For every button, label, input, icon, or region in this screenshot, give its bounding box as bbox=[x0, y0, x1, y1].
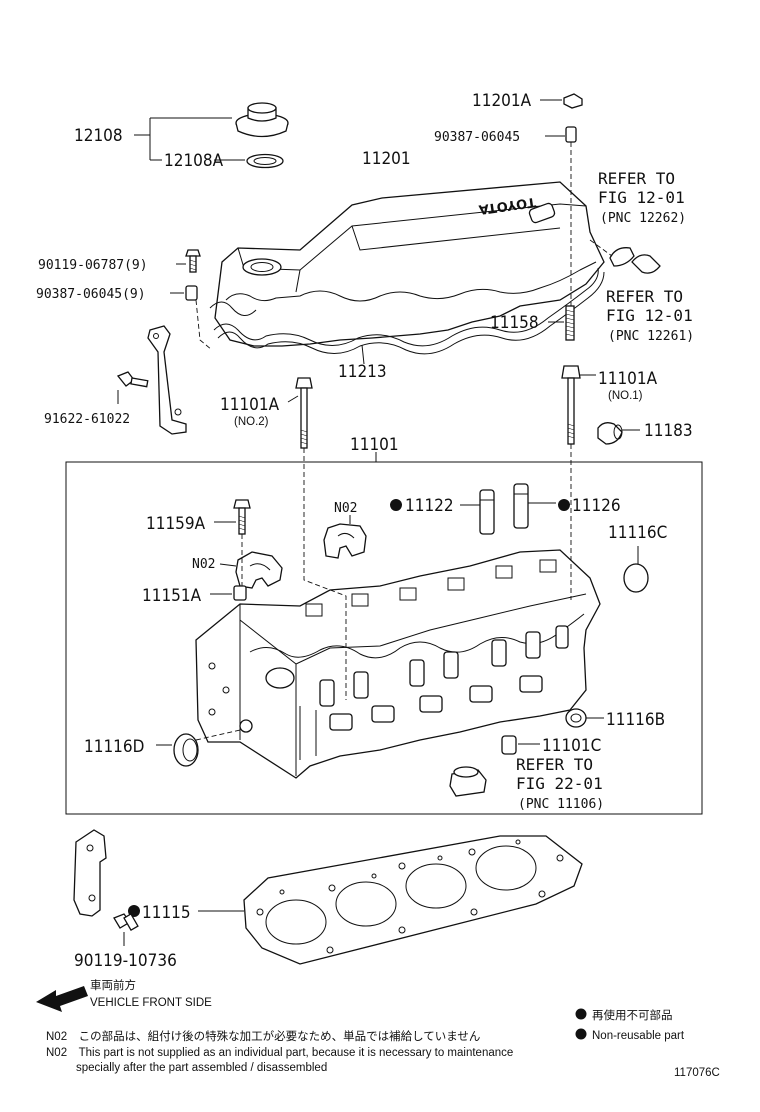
vehicle-front-en: VEHICLE FRONT SIDE bbox=[90, 997, 212, 1009]
head-bolt-no2 bbox=[295, 377, 313, 449]
legend-jp: 再使用不可部品 bbox=[592, 1008, 673, 1022]
hanger-bolt-rear bbox=[113, 913, 139, 932]
hanger-bolt-front bbox=[116, 371, 149, 388]
camshaft-oil-seal bbox=[449, 766, 487, 797]
cylinder-head-subassembly-frame bbox=[65, 461, 703, 815]
label-11122: 11122 bbox=[405, 496, 454, 516]
cylinder-head bbox=[195, 549, 601, 779]
refer-1-line3: (PNC 12262) bbox=[600, 211, 686, 226]
refer-3-line3: (PNC 11106) bbox=[518, 797, 604, 812]
head-bolt-no1 bbox=[561, 365, 581, 445]
non-reusable-mark-11126 bbox=[558, 499, 570, 511]
legend-dot-jp bbox=[575, 1008, 587, 1020]
legend-dot-en bbox=[575, 1028, 587, 1040]
label-n02-upper: N02 bbox=[334, 501, 357, 516]
plug bbox=[597, 422, 623, 445]
label-90387-top: 90387-06045 bbox=[434, 130, 520, 145]
intake-valve-guide bbox=[479, 489, 495, 535]
label-11201: 11201 bbox=[362, 149, 411, 169]
note-jp: N02 この部品は、組付け後の特殊な加工が必要なため、単品では補給していません bbox=[46, 1029, 480, 1043]
label-11159A: 11159A bbox=[146, 514, 206, 534]
pcv-valve bbox=[609, 247, 635, 267]
refer-2-line1: REFER TO bbox=[606, 287, 683, 306]
ventilation-hose bbox=[631, 254, 661, 274]
refer-2-line2: FIG 12-01 bbox=[606, 306, 693, 325]
engine-hanger-front bbox=[147, 325, 187, 435]
bearing-cap-bolt bbox=[233, 499, 251, 535]
stud bbox=[565, 305, 575, 341]
label-11126: 11126 bbox=[572, 496, 621, 516]
label-91622: 91622-61022 bbox=[44, 412, 130, 427]
label-11115: 11115 bbox=[142, 903, 191, 923]
label-90387-9: 90387-06045(9) bbox=[36, 287, 146, 302]
label-11213: 11213 bbox=[338, 362, 387, 382]
label-11101C: 11101C bbox=[542, 736, 601, 756]
cylinder-head-gasket bbox=[243, 835, 583, 965]
vehicle-front-arrow bbox=[36, 986, 88, 1012]
refer-3-line1: REFER TO bbox=[516, 755, 593, 774]
head-cover-gasket bbox=[213, 267, 605, 355]
tight-plug-c bbox=[623, 563, 649, 593]
note-en-1: N02 This part is not supplied as an indi… bbox=[46, 1047, 513, 1059]
figure-id: 117076C bbox=[674, 1067, 720, 1079]
oil-filler-cap bbox=[235, 102, 289, 138]
label-11116C: 11116C bbox=[608, 523, 667, 543]
oil-filler-cap-gasket bbox=[246, 153, 284, 169]
label-11158: 11158 bbox=[490, 313, 539, 333]
label-11101A-no2: 11101A bbox=[220, 395, 280, 415]
note-en-2: specially after the part assembled / dis… bbox=[76, 1062, 327, 1074]
cover-bolt bbox=[185, 249, 201, 273]
grommet-top bbox=[565, 126, 577, 143]
label-90119-bottom: 90119-10736 bbox=[74, 951, 177, 971]
straight-pin bbox=[501, 735, 517, 755]
label-12108: 12108 bbox=[74, 126, 123, 146]
cover-grommet bbox=[185, 285, 198, 301]
tight-plug-d bbox=[173, 733, 199, 767]
vehicle-front-jp: 車両前方 bbox=[90, 978, 136, 992]
refer-1-line2: FIG 12-01 bbox=[598, 188, 685, 207]
label-11201A: 11201A bbox=[472, 91, 532, 111]
label-11101A-no1-sub: (NO.1) bbox=[608, 390, 643, 402]
tight-plug-b bbox=[565, 708, 587, 728]
refer-1-line1: REFER TO bbox=[598, 169, 675, 188]
camshaft-bearing-cap-upper bbox=[323, 523, 367, 559]
label-90119-top: 90119-06787(9) bbox=[38, 258, 148, 273]
exhaust-valve-guide bbox=[513, 483, 529, 529]
cap-nut bbox=[563, 93, 583, 109]
label-n02-left: N02 bbox=[192, 557, 215, 572]
camshaft-bearing-cap-left bbox=[235, 551, 283, 589]
label-11116D: 11116D bbox=[84, 737, 144, 757]
cylinder-head-cover: TOYOTA bbox=[209, 181, 605, 347]
refer-3-line2: FIG 22-01 bbox=[516, 774, 603, 793]
refer-2-line3: (PNC 12261) bbox=[608, 329, 694, 344]
label-12108A: 12108A bbox=[164, 151, 224, 171]
label-11101: 11101 bbox=[350, 435, 399, 455]
label-11183: 11183 bbox=[644, 421, 693, 441]
sleeve bbox=[233, 585, 247, 601]
engine-hanger-rear bbox=[73, 829, 107, 917]
label-11116B: 11116B bbox=[606, 710, 665, 730]
label-11101A-no1: 11101A bbox=[598, 369, 658, 389]
legend-en: Non-reusable part bbox=[592, 1030, 685, 1042]
label-11151A: 11151A bbox=[142, 586, 202, 606]
non-reusable-mark-11122 bbox=[390, 499, 402, 511]
label-11101A-no2-sub: (NO.2) bbox=[234, 416, 269, 428]
